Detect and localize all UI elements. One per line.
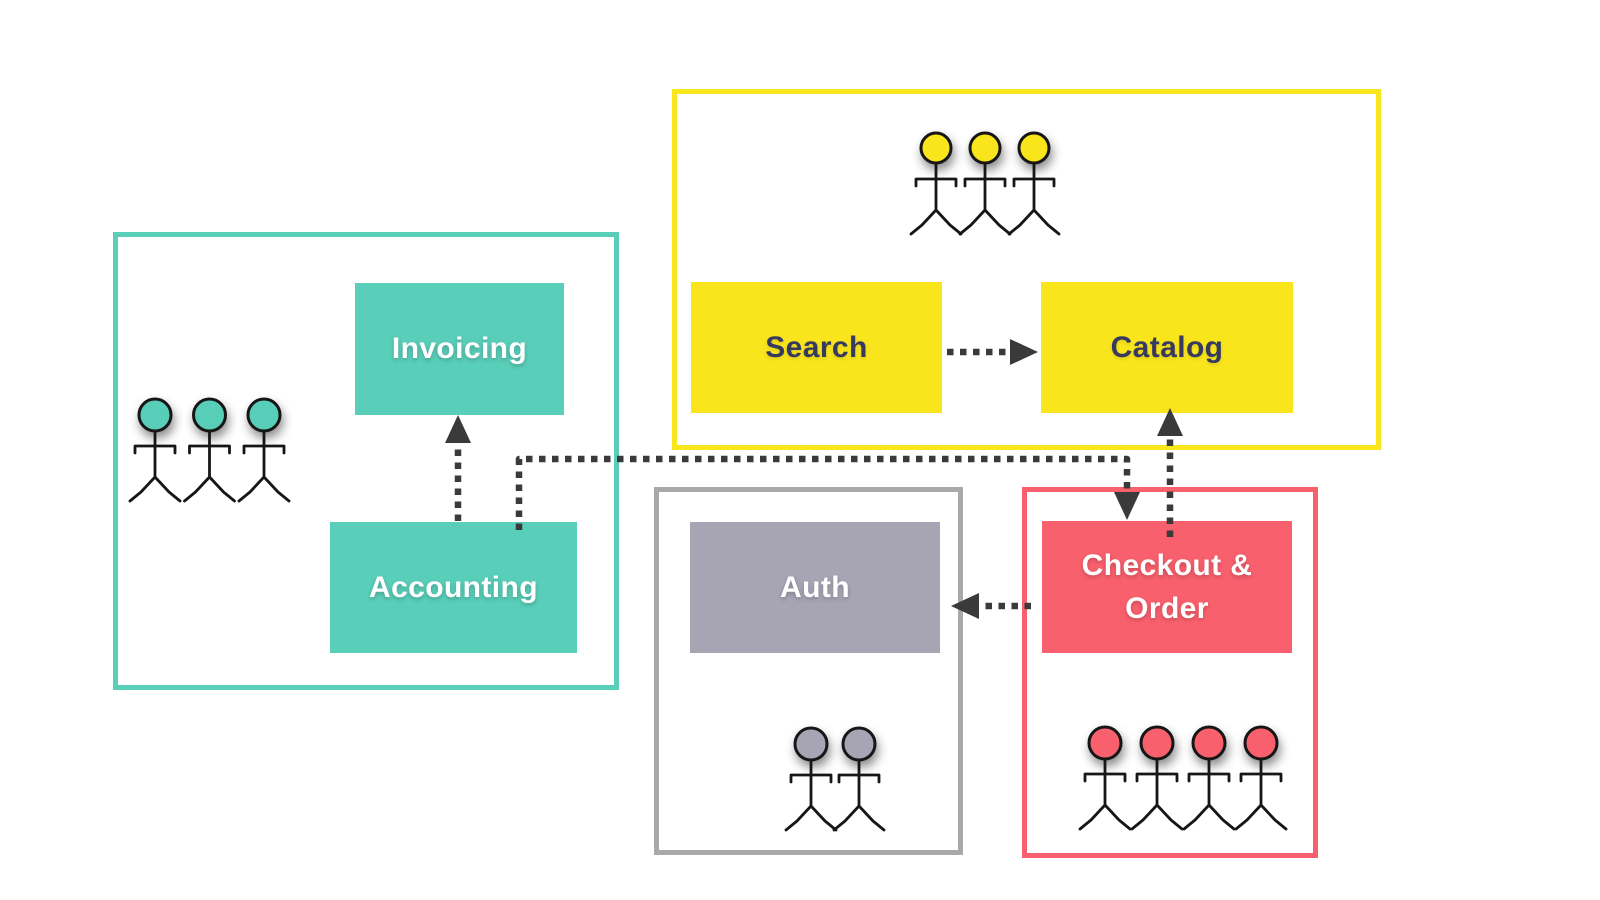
team-boundary-search-catalog [672,89,1381,450]
service-node-search: Search [691,282,942,413]
service-node-auth: Auth [690,522,940,653]
service-label-auth: Auth [780,570,850,604]
service-node-invoicing: Invoicing [355,283,564,415]
service-node-accounting: Accounting [330,522,577,653]
dependency-arrow-checkout-order-to-auth [951,593,1031,619]
service-label-accounting: Accounting [369,570,538,604]
service-label-catalog: Catalog [1110,330,1224,364]
service-label-checkout-order: Checkout & Order [1081,548,1253,626]
service-node-catalog: Catalog [1041,282,1293,413]
service-label-search: Search [765,330,868,364]
service-label-invoicing: Invoicing [391,332,528,366]
service-node-checkout-order: Checkout & Order [1042,521,1292,653]
